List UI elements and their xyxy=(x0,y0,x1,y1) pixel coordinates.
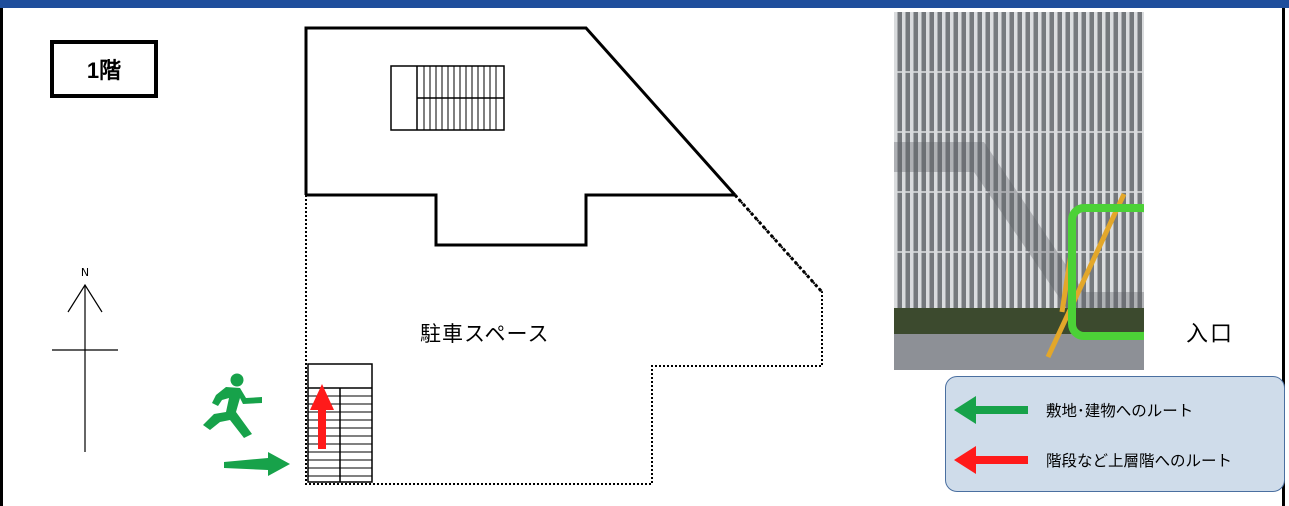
compass-north-label: N xyxy=(81,266,89,279)
entrance-label: 入口 xyxy=(1186,322,1235,347)
stairs-route-arrow xyxy=(310,384,334,449)
red-arrow-icon xyxy=(954,446,1028,474)
parking-area-outline xyxy=(305,194,823,485)
header-bar xyxy=(0,0,1289,8)
green-arrow-icon xyxy=(954,396,1028,424)
north-arrow-icon xyxy=(52,283,118,452)
legend-item-stairs-route: 階段など上層階へのルート xyxy=(946,443,1232,477)
page-frame xyxy=(0,8,1285,506)
entrance-photo xyxy=(894,12,1144,370)
parking-area-edge-bold xyxy=(733,193,824,294)
upper-staircase xyxy=(390,65,505,131)
lower-staircase xyxy=(307,363,373,483)
legend-item-label: 敷地･建物へのルート xyxy=(1046,402,1194,420)
building-outline xyxy=(304,26,737,247)
parking-space-label: 駐車スペース xyxy=(420,322,550,346)
legend: 敷地･建物へのルート 階段など上層階へのルート xyxy=(945,376,1285,492)
floor-label: 1階 xyxy=(50,40,158,98)
site-route-arrow xyxy=(224,452,290,476)
running-person-icon xyxy=(203,373,262,438)
legend-item-site-route: 敷地･建物へのルート xyxy=(946,393,1193,427)
legend-item-label: 階段など上層階へのルート xyxy=(1046,452,1233,470)
